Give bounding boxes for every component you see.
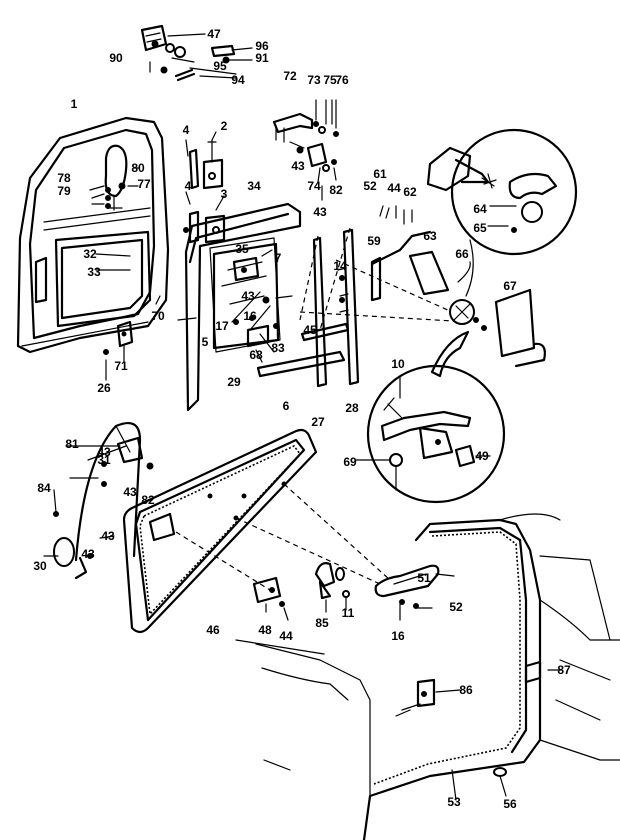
callout-label-59: 59 bbox=[367, 234, 381, 248]
callout-label-83: 83 bbox=[271, 341, 285, 355]
glass-seal-frame bbox=[122, 428, 391, 634]
callout-label-53: 53 bbox=[447, 795, 461, 809]
callout-label-63: 63 bbox=[423, 229, 437, 243]
callout-label-86: 86 bbox=[459, 683, 473, 697]
window-frame-and-glass bbox=[177, 202, 302, 412]
callout-label-44: 44 bbox=[387, 181, 401, 195]
callout-label-85: 85 bbox=[315, 616, 329, 630]
callout-label-71: 71 bbox=[114, 359, 128, 373]
callout-label-47: 47 bbox=[207, 27, 221, 41]
callout-label-44: 44 bbox=[279, 629, 293, 643]
callout-label-67: 67 bbox=[503, 279, 517, 293]
callout-label-52: 52 bbox=[449, 600, 463, 614]
callout-label-76: 76 bbox=[335, 73, 349, 87]
callout-label-43: 43 bbox=[123, 485, 137, 499]
callout-label-82: 82 bbox=[141, 493, 155, 507]
callout-label-7: 7 bbox=[275, 251, 282, 265]
callout-label-2: 2 bbox=[221, 119, 228, 133]
upper-hinge-assembly bbox=[140, 24, 253, 82]
callout-label-56: 56 bbox=[503, 797, 517, 811]
callout-label-16: 16 bbox=[243, 309, 257, 323]
callout-labels: 1234456710111416161726272829303132333435… bbox=[33, 27, 571, 811]
callout-label-43: 43 bbox=[97, 445, 111, 459]
callout-label-78: 78 bbox=[57, 171, 71, 185]
callout-label-34: 34 bbox=[247, 179, 261, 193]
callout-label-96: 96 bbox=[255, 39, 269, 53]
callout-label-72: 72 bbox=[283, 69, 297, 83]
callout-label-79: 79 bbox=[57, 184, 71, 198]
callout-label-94: 94 bbox=[231, 73, 245, 87]
callout-label-90: 90 bbox=[109, 51, 123, 65]
callout-label-48: 48 bbox=[258, 623, 272, 637]
callout-label-31: 31 bbox=[97, 453, 111, 467]
callout-label-91: 91 bbox=[255, 51, 269, 65]
callout-label-32: 32 bbox=[83, 247, 97, 261]
callout-label-62: 62 bbox=[403, 185, 417, 199]
callout-label-61: 61 bbox=[373, 167, 387, 181]
callout-label-43: 43 bbox=[81, 547, 95, 561]
callout-label-80: 80 bbox=[131, 161, 145, 175]
callout-label-28: 28 bbox=[345, 401, 359, 415]
vehicle-body-opening bbox=[235, 513, 620, 840]
callout-label-3: 3 bbox=[221, 187, 228, 201]
callout-label-66: 66 bbox=[455, 247, 469, 261]
callout-label-84: 84 bbox=[37, 481, 51, 495]
callout-label-43: 43 bbox=[291, 159, 305, 173]
callout-label-75: 75 bbox=[323, 73, 337, 87]
callout-label-95: 95 bbox=[213, 59, 227, 73]
callout-label-81: 81 bbox=[65, 437, 79, 451]
callout-label-49: 49 bbox=[475, 449, 489, 463]
callout-label-77: 77 bbox=[137, 177, 151, 191]
callout-label-5: 5 bbox=[202, 335, 209, 349]
callout-label-10: 10 bbox=[391, 357, 405, 371]
callout-label-26: 26 bbox=[97, 381, 111, 395]
callout-label-29: 29 bbox=[227, 375, 241, 389]
regulator-detail-circle bbox=[355, 364, 506, 504]
callout-label-43: 43 bbox=[101, 529, 115, 543]
callout-label-4: 4 bbox=[183, 123, 190, 137]
callout-label-1: 1 bbox=[71, 97, 78, 111]
callout-label-65: 65 bbox=[473, 221, 487, 235]
callout-label-4: 4 bbox=[185, 179, 192, 193]
callout-label-73: 73 bbox=[307, 73, 321, 87]
callout-label-43: 43 bbox=[241, 289, 255, 303]
outside-handle-assembly bbox=[272, 99, 339, 201]
door-hinges bbox=[183, 131, 226, 244]
latch-rods bbox=[299, 205, 546, 368]
callout-label-45: 45 bbox=[303, 323, 317, 337]
callout-label-30: 30 bbox=[33, 559, 47, 573]
callout-label-33: 33 bbox=[87, 265, 101, 279]
callout-label-70: 70 bbox=[151, 309, 165, 323]
callout-label-43: 43 bbox=[313, 205, 327, 219]
callout-label-82: 82 bbox=[329, 183, 343, 197]
callout-label-87: 87 bbox=[557, 663, 571, 677]
callout-label-64: 64 bbox=[473, 202, 487, 216]
callout-label-52: 52 bbox=[363, 179, 377, 193]
callout-label-35: 35 bbox=[235, 242, 249, 256]
window-regulator-assembly bbox=[43, 422, 154, 580]
callout-label-14: 14 bbox=[333, 259, 347, 273]
run-channels bbox=[256, 227, 360, 388]
callout-label-46: 46 bbox=[206, 623, 220, 637]
callout-label-16: 16 bbox=[391, 629, 405, 643]
callout-label-51: 51 bbox=[417, 571, 431, 585]
callout-label-17: 17 bbox=[215, 319, 229, 333]
callout-label-11: 11 bbox=[342, 606, 355, 620]
armrest-and-cranks bbox=[252, 562, 455, 621]
callout-label-69: 69 bbox=[343, 455, 357, 469]
lock-detail-circle bbox=[426, 128, 578, 378]
callout-label-74: 74 bbox=[307, 179, 321, 193]
callout-label-27: 27 bbox=[311, 415, 325, 429]
callout-label-68: 68 bbox=[249, 348, 263, 362]
door-shell bbox=[16, 116, 170, 381]
callout-label-6: 6 bbox=[283, 399, 290, 413]
